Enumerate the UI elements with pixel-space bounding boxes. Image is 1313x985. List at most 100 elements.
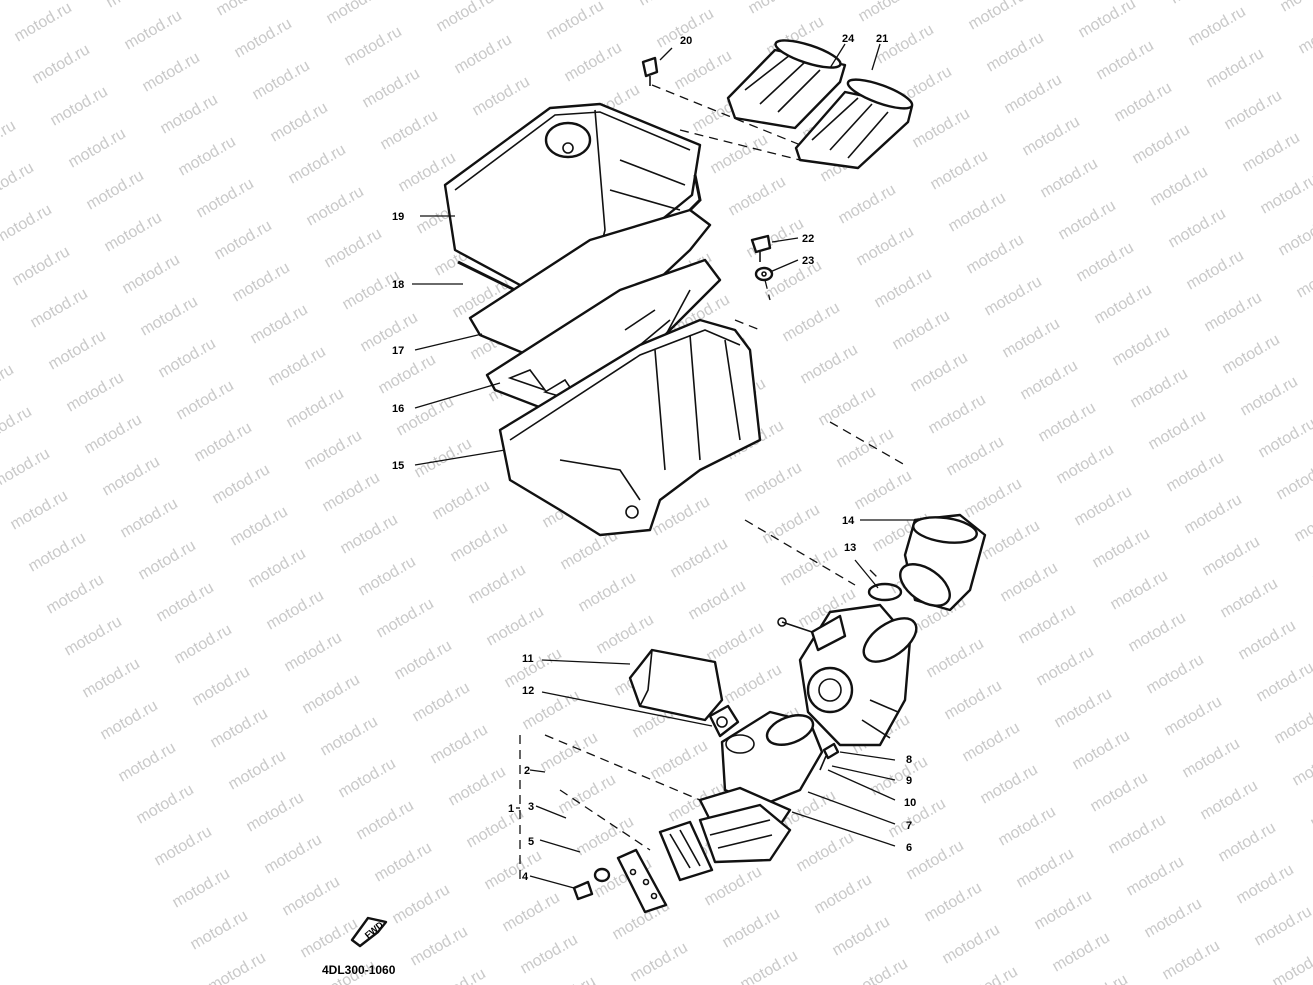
watermark-text: motod.ru	[518, 931, 581, 977]
watermark-text: motod.ru	[1276, 213, 1313, 259]
watermark-text: motod.ru	[556, 771, 619, 817]
watermark-text: motod.ru	[192, 419, 255, 465]
part-3-reed	[658, 820, 714, 882]
watermark-text: motod.ru	[98, 697, 161, 743]
watermark-text: motod.ru	[322, 225, 385, 271]
callout-10: 10	[904, 797, 916, 809]
watermark-text: motod.ru	[1090, 525, 1153, 571]
watermark-text: motod.ru	[962, 475, 1025, 521]
watermark-text: motod.ru	[926, 391, 989, 437]
watermark-text: motod.ru	[426, 965, 489, 985]
watermark-text: motod.ru	[156, 335, 219, 381]
part-8-carburetor	[777, 603, 918, 747]
watermark-text: motod.ru	[1240, 129, 1303, 175]
watermark-text: motod.ru	[946, 189, 1009, 235]
watermark-text: motod.ru	[854, 223, 917, 269]
watermark-text: motod.ru	[1278, 0, 1313, 15]
part-21-duct	[794, 78, 914, 170]
watermark-text: motod.ru	[1296, 11, 1313, 57]
watermark-text: motod.ru	[812, 871, 875, 917]
watermark-text: motod.ru	[152, 823, 215, 869]
part-13-clamp	[867, 582, 903, 602]
watermark-text: motod.ru	[526, 0, 589, 1]
assembly-lines	[519, 84, 906, 880]
watermark-text: motod.ru	[708, 131, 771, 177]
watermark-text: motod.ru	[1018, 357, 1081, 403]
callout-8: 8	[906, 754, 912, 766]
watermark-text: motod.ru	[942, 677, 1005, 723]
watermark-text: motod.ru	[48, 83, 111, 129]
watermark-text: motod.ru	[66, 125, 129, 171]
part-12-clamp	[708, 704, 740, 738]
watermark-text: motod.ru	[1072, 483, 1135, 529]
callout-11: 11	[522, 653, 534, 665]
watermark-text: motod.ru	[1270, 945, 1313, 985]
watermark-text: motod.ru	[910, 105, 973, 151]
part-22-bolt	[750, 234, 772, 262]
watermark-text: motod.ru	[372, 839, 435, 885]
watermark-text: motod.ru	[1074, 239, 1137, 285]
watermark-text: motod.ru	[1068, 971, 1131, 985]
watermark-text: motod.ru	[158, 91, 221, 137]
watermark-text: motod.ru	[250, 57, 313, 103]
watermark-text: motod.ru	[872, 265, 935, 311]
diagram-code: 4DL300-1060	[322, 963, 396, 977]
watermark-text: motod.ru	[228, 503, 291, 549]
watermark-text: motod.ru	[836, 181, 899, 227]
watermark-text: motod.ru	[980, 517, 1043, 563]
callout-12: 12	[522, 685, 534, 697]
watermark-text: motod.ru	[1002, 71, 1065, 117]
watermark-text: motod.ru	[104, 0, 167, 11]
watermark-text: motod.ru	[1142, 895, 1205, 941]
callout-9: 9	[906, 775, 912, 787]
watermark-text: motod.ru	[924, 635, 987, 681]
watermark-text: motod.ru	[194, 175, 257, 221]
watermark-text: motod.ru	[230, 259, 293, 305]
callout-24: 24	[842, 33, 855, 45]
watermark-text: motod.ru	[1076, 0, 1139, 41]
watermark-text: motod.ru	[280, 873, 343, 919]
watermark-text: motod.ru	[1256, 415, 1313, 461]
watermark-text: motod.ru	[742, 459, 805, 505]
callout-17: 17	[392, 345, 404, 357]
watermark-text: motod.ru	[544, 0, 607, 43]
watermark-text: motod.ru	[356, 553, 419, 599]
watermark-text: motod.ru	[1020, 113, 1083, 159]
watermark-text: motod.ru	[138, 293, 201, 339]
watermark-text: motod.ru	[190, 663, 253, 709]
watermark-text: motod.ru	[1272, 701, 1313, 747]
watermark-text: motod.ru	[1148, 163, 1211, 209]
watermark-text: motod.ru	[1200, 533, 1263, 579]
watermark-text: motod.ru	[1218, 575, 1281, 621]
watermark-text: motod.ru	[232, 15, 295, 61]
watermark-text: motod.ru	[720, 905, 783, 951]
watermark-text: motod.ru	[102, 209, 165, 255]
callout-3: 3	[528, 801, 534, 813]
watermark-text: motod.ru	[464, 805, 527, 851]
watermark-text: motod.ru	[284, 385, 347, 431]
watermark-text: motod.ru	[722, 661, 785, 707]
watermark-text: motod.ru	[746, 0, 809, 17]
watermark-text: motod.ru	[1160, 937, 1223, 983]
watermark-text: motod.ru	[80, 655, 143, 701]
watermark-text: motod.ru	[944, 433, 1007, 479]
watermark-text: motod.ru	[0, 117, 19, 163]
part-9-screw	[819, 742, 840, 771]
watermark-text: motod.ru	[1236, 617, 1299, 663]
watermark-text: motod.ru	[136, 537, 199, 583]
callout-2: 2	[524, 765, 530, 777]
watermark-text: motod.ru	[354, 797, 417, 843]
callout-16: 16	[392, 403, 404, 415]
watermark-text: motod.ru	[594, 611, 657, 657]
watermark-text: motod.ru	[0, 0, 57, 3]
watermark-text: motod.ru	[226, 747, 289, 793]
watermark-text: motod.ru	[12, 0, 75, 45]
watermark-text: motod.ru	[1146, 407, 1209, 453]
watermark-text: motod.ru	[154, 579, 217, 625]
watermark-text: motod.ru	[268, 99, 331, 145]
watermark-text: motod.ru	[1014, 845, 1077, 891]
watermark-text: motod.ru	[576, 569, 639, 615]
watermark-text: motod.ru	[648, 737, 711, 783]
watermark-text: motod.ru	[628, 939, 691, 985]
